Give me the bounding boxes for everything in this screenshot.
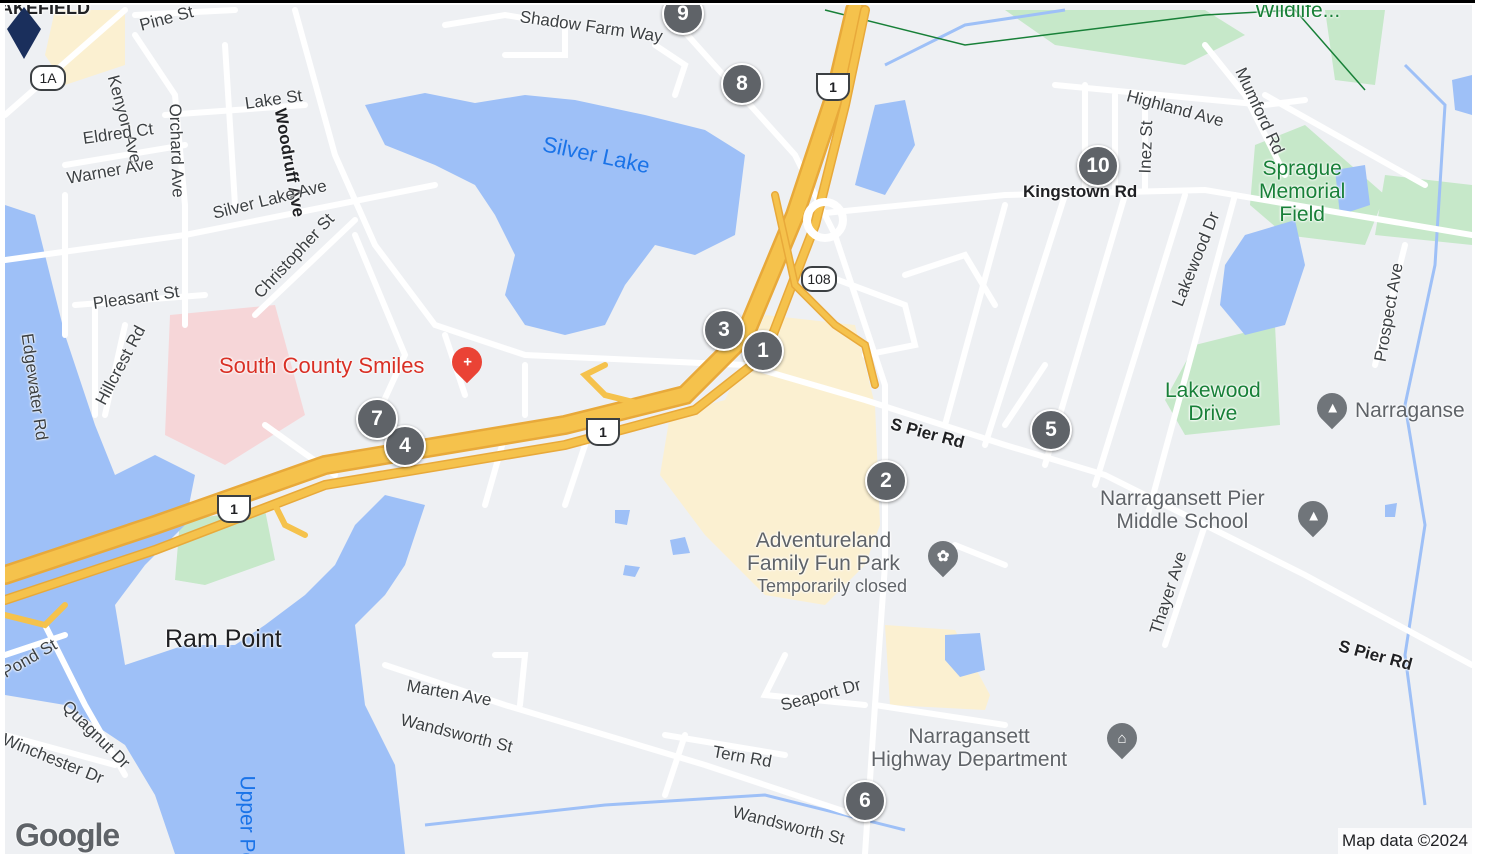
stream — [1403, 63, 1447, 806]
route-shield-us1: 1 — [816, 73, 850, 101]
google-logo: Google — [15, 817, 120, 853]
map-marker-10[interactable]: 10 — [1077, 145, 1119, 187]
route-shield-1a: 1A — [30, 65, 66, 91]
road-label-kingstown: Kingstown Rd — [1023, 182, 1138, 201]
map-marker-1[interactable]: 1 — [742, 330, 784, 372]
map-marker-7[interactable]: 7 — [356, 398, 398, 440]
roundabout — [803, 198, 847, 242]
map-marker-3[interactable]: 3 — [703, 309, 745, 351]
stream — [424, 793, 906, 832]
water-body — [365, 93, 745, 335]
map-attribution[interactable]: Map data ©2024 — [1338, 828, 1472, 854]
stream — [884, 8, 1066, 67]
poi-label-lakewood-drive[interactable]: Lakewood Drive — [1165, 379, 1261, 426]
park-area — [1325, 10, 1385, 85]
water-body — [5, 205, 425, 854]
park-area — [1005, 10, 1245, 65]
poi-label-sprague-memorial-field[interactable]: Sprague Memorial Field — [1259, 157, 1346, 227]
water-body — [945, 633, 985, 677]
poi-label-narragansett-school[interactable]: Narraganse — [1355, 399, 1465, 422]
place-label-wildlife: Wildlife... — [1255, 5, 1341, 22]
park-area — [1375, 175, 1472, 245]
poi-label-adventureland[interactable]: Adventureland Family Fun Park — [747, 529, 900, 576]
map-marker-2[interactable]: 2 — [865, 460, 907, 502]
water-body — [615, 510, 630, 525]
water-body — [1452, 75, 1472, 115]
poi-label-highway-department[interactable]: Narragansett Highway Department — [871, 725, 1068, 772]
map-marker-9[interactable]: 9 — [662, 5, 704, 35]
boundary-line — [824, 9, 1366, 91]
highway-us1 — [5, 5, 879, 629]
poi-label-np-middle-school[interactable]: Narragansett Pier Middle School — [1100, 487, 1265, 534]
water-body — [1335, 165, 1370, 215]
route-shield-108: 108 — [801, 266, 837, 292]
poi-status-adventureland: Temporarily closed — [757, 576, 908, 596]
road-label-orchard: Orchard Ave — [165, 103, 188, 198]
top-border — [0, 0, 1475, 3]
map-marker-8[interactable]: 8 — [721, 63, 763, 105]
road-label-inez: Inez St — [1135, 120, 1157, 174]
map-canvas[interactable]: AKEFIELD Pine St Shadow Farm Way Kenyon … — [5, 5, 1472, 854]
location-pin-icon[interactable] — [5, 5, 43, 61]
route-shield-us1: 1 — [217, 495, 251, 523]
place-label-ram-point: Ram Point — [165, 625, 282, 653]
water-body — [1385, 503, 1397, 517]
water-label-upper-pond: Upper Pond — [235, 775, 259, 855]
map-marker-5[interactable]: 5 — [1030, 409, 1072, 451]
route-shield-us1: 1 — [586, 418, 620, 446]
water-body — [855, 100, 915, 195]
water-body — [670, 537, 690, 555]
map-base-layer — [5, 5, 1472, 854]
water-body — [623, 565, 640, 577]
water-body — [1220, 220, 1305, 335]
map-marker-6[interactable]: 6 — [844, 780, 886, 822]
poi-label-south-county-smiles[interactable]: South County Smiles — [219, 353, 425, 378]
